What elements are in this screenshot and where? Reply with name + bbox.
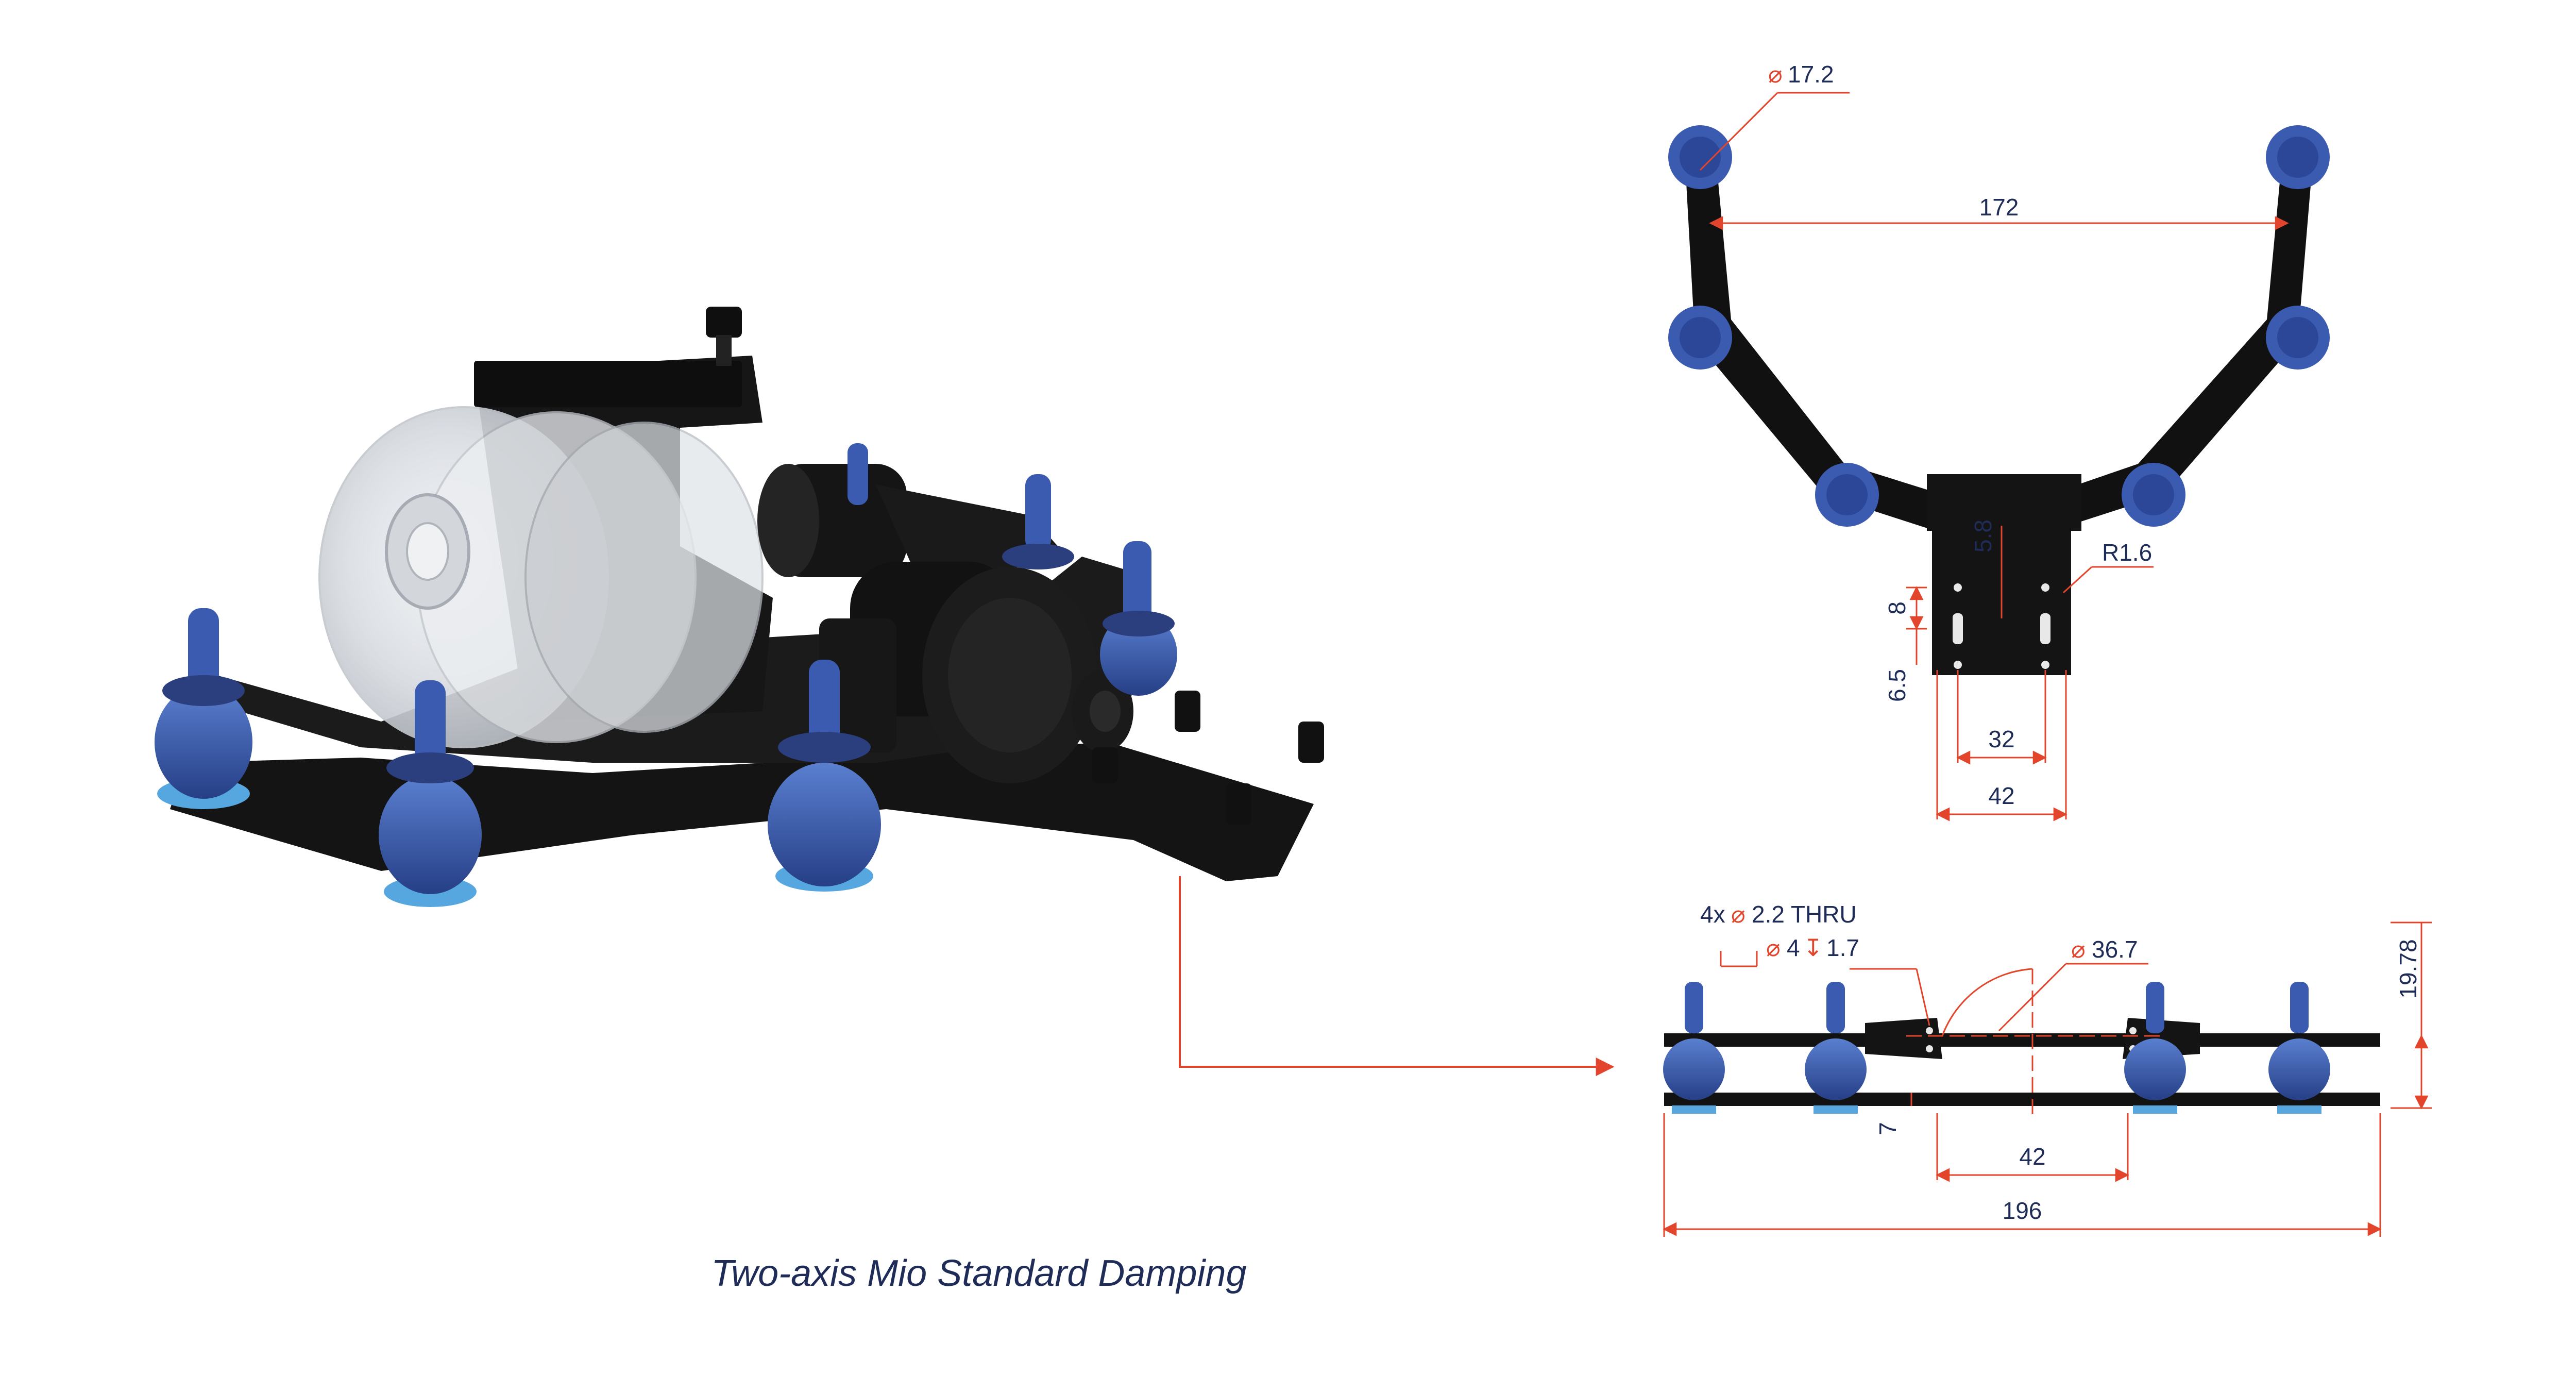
inner-width-value: 32 <box>1988 726 2014 752</box>
top-view: ⌀ 17.2 172 5.8 R1.6 8 6.5 32 42 <box>1668 61 2330 821</box>
side-view-dimension-lines <box>1663 921 2432 1237</box>
hole-diameter-value: 17.2 <box>1788 61 1834 88</box>
diameter-symbol-icon: ⌀ <box>1768 61 1783 88</box>
damper-front-left <box>155 608 252 809</box>
hole-spec-value: 2.2 THRU <box>1752 901 1857 928</box>
slot-offset-value: 6.5 <box>1884 669 1910 702</box>
bracket-top-bar <box>474 361 742 407</box>
top-view-dimension-lines <box>1699 92 2289 821</box>
gimbal-render <box>155 307 1324 907</box>
side-view-left-tab <box>1865 1018 1942 1059</box>
damper-rear-back <box>848 443 868 505</box>
outer-width-value: 42 <box>1988 782 2014 809</box>
height-value: 19.78 <box>2395 939 2421 998</box>
damper-front-mid <box>379 680 482 907</box>
center-width-value: 42 <box>2019 1143 2045 1170</box>
pitch-motor <box>819 562 1133 783</box>
bracket-knob <box>706 307 742 338</box>
depth-symbol-icon: ↧ <box>1803 934 1823 961</box>
corner-radius-value: R1.6 <box>2102 539 2152 566</box>
side-view-lower-plate <box>1664 1093 2380 1106</box>
hole-callout: 4x ⌀ 2.2 THRU ⌀ 4 ↧ 1.7 <box>1700 901 1859 961</box>
figure-caption: Two-axis Mio Standard Damping <box>711 1253 1247 1294</box>
damper-front-right <box>768 660 881 892</box>
callout-leader <box>1179 876 1615 1076</box>
damper-balls <box>155 443 1177 907</box>
hole-count-value: 4x <box>1700 901 1725 928</box>
roll-motor <box>757 464 1072 577</box>
lower-damping-plate <box>170 742 1314 881</box>
diameter-symbol-icon: ⌀ <box>1766 934 1781 961</box>
arc-diameter-value: 36.7 <box>2092 936 2138 963</box>
top-span-value: 172 <box>1979 194 2019 221</box>
counterbore-depth-value: 1.7 <box>1826 934 1859 961</box>
cap-screws <box>1092 691 1324 825</box>
arc-diameter-callout: ⌀ 36.7 <box>2071 936 2138 963</box>
diameter-symbol-icon: ⌀ <box>2071 936 2086 963</box>
top-view-hole-diameter-label: ⌀ 17.2 <box>1768 61 1834 88</box>
top-view-slots <box>1953 583 2050 669</box>
top-view-frame <box>1685 155 2313 675</box>
side-view-dampers <box>1663 982 2330 1114</box>
side-view: 4x ⌀ 2.2 THRU ⌀ 4 ↧ 1.7 ⌀ 36.7 19.78 7 4… <box>1663 901 2432 1237</box>
top-view-dampers <box>1668 125 2330 527</box>
diameter-symbol-icon: ⌀ <box>1731 901 1745 928</box>
center-height-value: 5.8 <box>1970 519 1996 552</box>
damper-rear-left <box>1002 474 1074 569</box>
counterbore-diameter-value: 4 <box>1787 934 1800 961</box>
camera-housing <box>318 406 764 748</box>
plate-gap-value: 7 <box>1874 1122 1901 1135</box>
damper-rear-right <box>1100 541 1177 696</box>
slot-spacing-value: 8 <box>1884 601 1910 615</box>
overall-width-value: 196 <box>2003 1197 2042 1224</box>
